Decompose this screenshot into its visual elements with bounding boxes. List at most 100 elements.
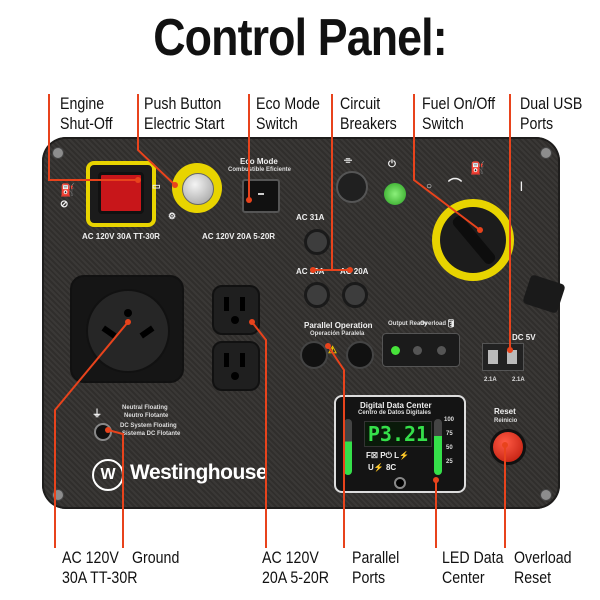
- usb-port-housing: [482, 343, 524, 371]
- reset-label: Reset: [494, 407, 516, 416]
- fuel-can-icon: ⛽: [60, 183, 75, 197]
- line-engine: [48, 94, 138, 181]
- ddc-toggle-button[interactable]: [394, 477, 406, 489]
- line-dot: [325, 343, 331, 349]
- oil-icon: 🛢: [446, 319, 457, 328]
- tt30r-outlet[interactable]: [86, 289, 170, 373]
- page-title: Control Panel:: [153, 9, 447, 67]
- screw-icon: [52, 147, 64, 159]
- line-dot: [310, 267, 316, 273]
- outlet-ground-hole: [124, 309, 132, 317]
- callout-ground: Ground: [132, 548, 179, 568]
- neutral-label: Neutral Floating: [122, 405, 168, 411]
- choke-icon: ⌯: [344, 155, 352, 166]
- breaker-20a-right-label: AC 20A: [340, 267, 369, 276]
- rotate-arrow-icon: ⌒: [448, 177, 462, 193]
- fuel-level-bar: [344, 419, 352, 475]
- usb-2-rating: 2.1A: [512, 377, 525, 383]
- push-start-button[interactable]: [182, 173, 214, 205]
- engine-switch-frame: [86, 161, 156, 227]
- line-dot: [249, 319, 255, 325]
- line-dot: [477, 227, 483, 233]
- callout-engine-shutoff: Engine Shut-Off: [60, 94, 113, 134]
- parallel-subtitle: Operación Paralela: [310, 331, 365, 337]
- r520-label: AC 120V 20A 5-20R: [202, 232, 276, 241]
- outlet-ground-hole: [231, 372, 239, 380]
- dc-system-label-es: Sistema DC Flotante: [122, 431, 181, 437]
- overload-reset-button[interactable]: [490, 429, 526, 465]
- callout-line-2: Switch: [256, 115, 298, 133]
- ddc-mode-icons-row1: F☒ P⏻ L⚡: [366, 451, 410, 460]
- eco-switch-mark: [258, 193, 264, 195]
- callout-line-2: Ports: [520, 115, 554, 133]
- battery-icon: ▭: [152, 181, 161, 191]
- callout-line-2: Electric Start: [144, 115, 225, 133]
- output-ready-label: Output Ready: [388, 321, 428, 327]
- callout-line-1: LED Data: [442, 549, 504, 567]
- ground-icon: ⏚: [92, 409, 102, 420]
- line-dot: [507, 347, 513, 353]
- on-position-icon: |: [520, 181, 523, 192]
- callout-ac-20a: AC 120V 20A 5-20R: [262, 548, 329, 588]
- callout-ac-30a: AC 120V 30A TT-30R: [62, 548, 137, 588]
- callout-circuit-breakers: Circuit Breakers: [340, 94, 397, 134]
- fuel-gauge-icon: ⛽: [470, 161, 485, 175]
- low-oil-light: [437, 346, 446, 355]
- callout-usb-ports: Dual USB Ports: [520, 94, 582, 134]
- breaker-20a-left-button[interactable]: [304, 282, 330, 308]
- line-fuel: [413, 94, 481, 231]
- callout-push-start: Push Button Electric Start: [144, 94, 224, 134]
- off-position-icon: ○: [426, 181, 433, 192]
- breaker-20a-right-button[interactable]: [342, 282, 368, 308]
- callout-line-2: Ports: [352, 569, 386, 587]
- outlet-slot: [224, 297, 229, 311]
- line-dot: [246, 197, 252, 203]
- eco-mode-subtitle: Combustible Eficiente: [228, 167, 292, 173]
- breaker-20a-left-label: AC 20A: [296, 267, 325, 276]
- r520-outlet-bottom[interactable]: [212, 341, 260, 391]
- callout-line-1: Parallel: [352, 549, 400, 567]
- line-ac30: [54, 321, 129, 548]
- callout-line-2: Breakers: [340, 115, 397, 133]
- overload-light: [413, 346, 422, 355]
- line-dot: [433, 477, 439, 483]
- generator-control-panel: ⛽ ⊘ AC 120V 30A TT-30R ▭ ⚙ Eco Mode Comb…: [42, 137, 566, 509]
- callout-eco-mode: Eco Mode Switch: [256, 94, 320, 134]
- r520-outlet-top[interactable]: [212, 285, 260, 335]
- ddc-subtitle: Centro de Datos Digitales: [358, 410, 432, 416]
- line-dot: [135, 177, 141, 183]
- outlet-ground-hole: [231, 316, 239, 324]
- neutral-label-es: Neutro Flotante: [124, 413, 169, 419]
- line-parallel: [327, 345, 345, 548]
- pct-50: 50: [446, 445, 453, 451]
- usb-port-1[interactable]: [488, 350, 498, 364]
- line-push-start: [137, 94, 176, 186]
- reset-sublabel: Reinicio: [494, 418, 518, 424]
- callout-line-1: Circuit: [340, 95, 381, 113]
- outlet-slot: [240, 353, 245, 367]
- parallel-title: Parallel Operation: [304, 321, 373, 330]
- callout-overload-reset: Overload Reset: [514, 548, 572, 588]
- callout-line-1: Push Button: [144, 95, 222, 113]
- callout-line-1: Dual USB: [520, 95, 583, 113]
- usb-port-2[interactable]: [507, 350, 517, 364]
- power-icon: ⏻: [388, 159, 396, 170]
- power-indicator-light: [382, 181, 408, 207]
- outlet-slot: [224, 353, 229, 367]
- ddc-mode-icons-row2: U⚡ 8C: [368, 463, 397, 472]
- parallel-port-right[interactable]: [346, 341, 374, 369]
- callout-line-1: Eco Mode: [256, 95, 320, 113]
- line-dot: [105, 427, 111, 433]
- parallel-port-left[interactable]: [300, 341, 328, 369]
- callout-line-1: AC 120V: [262, 549, 319, 567]
- screw-icon: [540, 489, 552, 501]
- callout-line-1: Fuel On/Off: [422, 95, 496, 113]
- screw-icon: [540, 147, 552, 159]
- outlet-slot: [240, 297, 245, 311]
- breaker-31a-button[interactable]: [304, 229, 330, 255]
- fuel-valve-knob[interactable]: [440, 207, 506, 273]
- choke-knob[interactable]: [336, 171, 368, 203]
- pct-100: 100: [444, 417, 455, 423]
- tt30r-outlet-frame: [70, 275, 184, 383]
